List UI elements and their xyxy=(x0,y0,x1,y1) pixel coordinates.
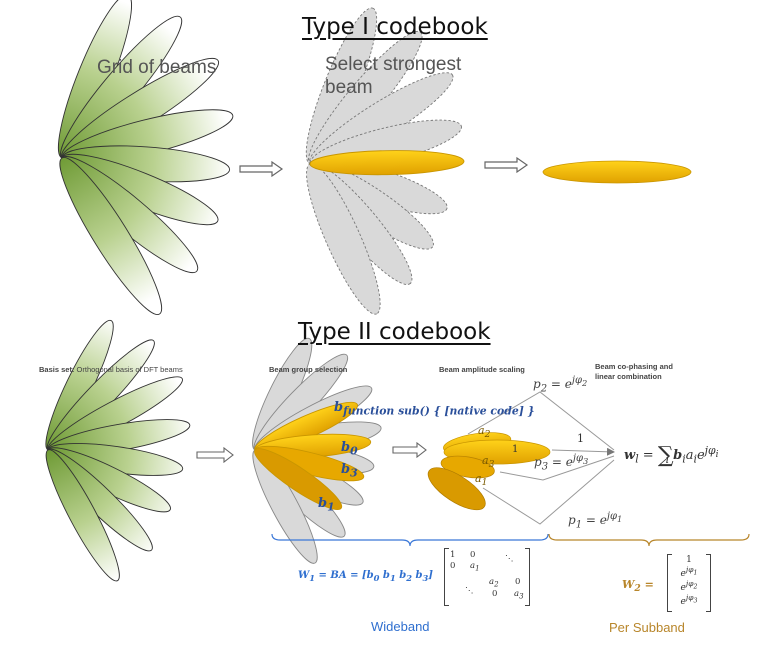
phase-label-p3: p3 = ejφ3 xyxy=(534,453,589,473)
w1-m-12: 0 xyxy=(470,550,476,560)
subband-brace xyxy=(548,533,750,547)
type2-amplitude-scaled-beams xyxy=(427,432,551,511)
w2-v-1: 1 xyxy=(686,555,692,565)
w1-m-11: 1 xyxy=(450,550,456,560)
basis-beam-8 xyxy=(45,449,120,582)
type2-title: Type II codebook xyxy=(298,319,491,345)
beam-cophasing-label-line1: Beam co-phasing and xyxy=(595,362,673,371)
phase-label-p1: p1 = ejφ1 xyxy=(568,511,623,531)
w1-m-dots2: ⋱ xyxy=(465,586,474,596)
w1-m-43: 0 xyxy=(492,589,498,599)
gold-beam-1 xyxy=(309,150,465,176)
w1-m-dots1: ⋱ xyxy=(505,554,514,564)
phase-label-one: 1 xyxy=(577,432,584,445)
beam-cophasing-label-line2: linear combination xyxy=(595,372,662,381)
type1-select-strongest-fan xyxy=(305,7,465,315)
type1-grid-of-beams-fan xyxy=(57,0,234,316)
green-beam-8 xyxy=(59,157,163,316)
select-strongest-label-line2: beam xyxy=(325,77,373,98)
type2-phase-lines xyxy=(467,391,615,525)
grid-of-beams-label: Grid of beams xyxy=(97,57,217,78)
beam-label-b3: b3 xyxy=(341,462,358,480)
amp-label-a1: a1 xyxy=(475,472,488,489)
beam-label-b2: bfunction sub() { [native code] } xyxy=(334,400,535,418)
beam-amplitude-scaling-label: Beam amplitude scaling xyxy=(439,365,525,374)
w2-v-3: ejφ2 xyxy=(680,579,698,593)
phase-label-p2: p2 = ejφ2 xyxy=(533,375,588,395)
select-strongest-label-line1: Select strongest xyxy=(325,54,462,75)
beam-label-b1: b1 xyxy=(318,496,335,514)
type2-arrow-2 xyxy=(392,441,427,459)
w1-m-34: 0 xyxy=(515,577,521,587)
type1-arrow-1 xyxy=(239,160,284,178)
w1-formula: W1 = BA = [b0 b1 b2 b3] xyxy=(298,570,434,583)
w1-m-44: a3 xyxy=(514,589,524,601)
w2-v-2: ejφ1 xyxy=(680,565,698,579)
type2-arrow-1 xyxy=(196,446,234,464)
per-subband-label: Per Subband xyxy=(609,620,685,635)
w1-matrix: 1 0 ⋱ 0 a1 a2 0 ⋱ 0 a3 xyxy=(444,548,530,606)
w2-v-4: ejφ3 xyxy=(680,593,698,607)
w2-vector: 1 ejφ1 ejφ2 ejφ3 xyxy=(667,554,711,612)
amp-label-1: 1 xyxy=(512,444,519,455)
type2-beam-group-fan xyxy=(252,337,382,564)
w1-m-33: a2 xyxy=(489,577,499,589)
type1-title: Type I codebook xyxy=(302,14,488,40)
wideband-label: Wideband xyxy=(371,619,430,634)
type1-selected-beam xyxy=(542,160,692,184)
basis-set-label: Basis set: Orthogonal basis of DFT beams xyxy=(39,365,183,374)
type2-basis-beams-fan xyxy=(45,319,191,582)
amp-label-a3: a3 xyxy=(482,454,495,471)
type1-arrow-2 xyxy=(484,156,529,174)
w2-formula: W2 = xyxy=(622,578,654,595)
beam-group-selection-label: Beam group selection xyxy=(269,365,348,374)
group-gold-beam-4 xyxy=(254,448,343,511)
wideband-brace xyxy=(271,533,549,547)
w1-m-21: 0 xyxy=(450,561,456,571)
basis-set-desc: Orthogonal basis of DFT beams xyxy=(76,365,183,374)
wl-formula: wl = ∑i biaiejφi xyxy=(624,443,719,468)
amp-label-a2: a2 xyxy=(478,424,491,441)
beam-label-b0: b0 xyxy=(341,440,358,458)
w1-m-22: a1 xyxy=(470,561,480,573)
basis-set-bold: Basis set: xyxy=(39,365,75,374)
